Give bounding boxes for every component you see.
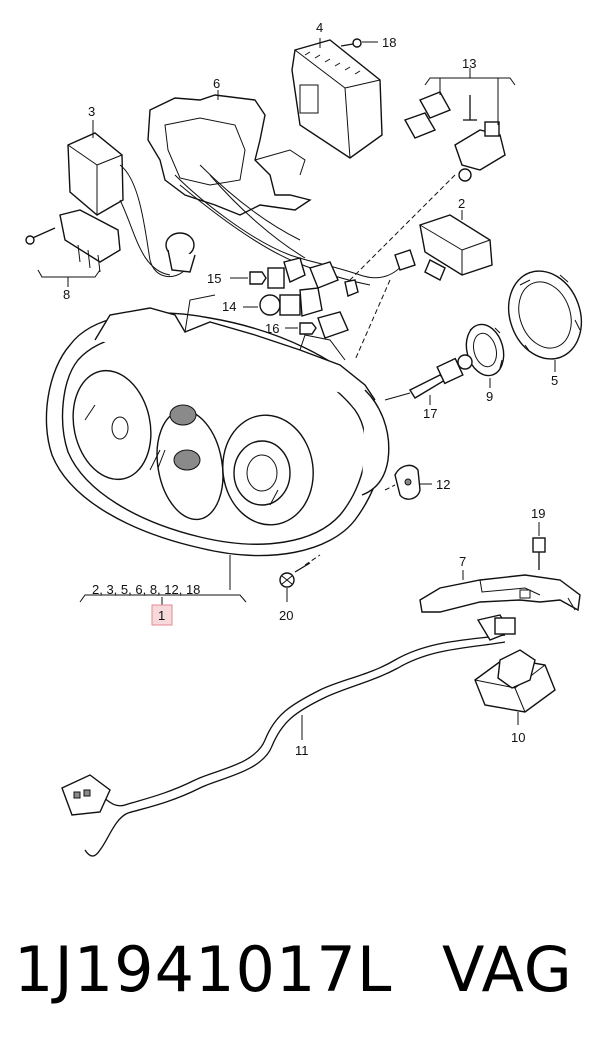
callout-10[interactable]: 10 xyxy=(511,730,525,745)
part-number: 1J1941017L xyxy=(14,933,393,1006)
callout-7[interactable]: 7 xyxy=(459,554,466,569)
part-9-cap xyxy=(465,323,505,388)
part-15-bulb xyxy=(230,257,306,289)
part-19-screw xyxy=(532,522,546,570)
part-6-frame xyxy=(147,90,312,216)
callout-9[interactable]: 9 xyxy=(486,389,493,404)
part-4-control-unit xyxy=(291,38,383,159)
footer: 1J1941017L VAG xyxy=(0,915,600,1025)
part-12-clip xyxy=(394,464,432,500)
callout-5[interactable]: 5 xyxy=(551,373,558,388)
callout-18[interactable]: 18 xyxy=(382,35,396,50)
callout-16[interactable]: 16 xyxy=(265,321,279,336)
callout-19[interactable]: 19 xyxy=(531,506,545,521)
part-7-bracket xyxy=(419,570,581,613)
callout-2[interactable]: 2 xyxy=(458,196,465,211)
part-13-adjusters xyxy=(403,68,516,182)
part-20-screw xyxy=(279,562,311,602)
part-5-ring xyxy=(507,270,583,372)
callout-17[interactable]: 17 xyxy=(423,406,437,421)
callout-8[interactable]: 8 xyxy=(63,287,70,302)
brand-name: VAG xyxy=(442,933,573,1006)
part-3-ballast xyxy=(25,120,124,287)
callout-3[interactable]: 3 xyxy=(88,104,95,119)
callout-14[interactable]: 14 xyxy=(222,299,236,314)
headlight-exploded-diagram: 1 2, 3, 5, 6, 8, 12, 18 2 3 4 5 6 7 8 9 … xyxy=(25,20,583,857)
part-17-bulb xyxy=(408,354,473,405)
callout-1-label[interactable]: 1 xyxy=(158,608,165,623)
headlight-housing xyxy=(45,294,390,605)
part-16-bulb xyxy=(285,311,349,339)
igniter xyxy=(165,232,196,273)
assembly-contents-list: 2, 3, 5, 6, 8, 12, 18 xyxy=(92,582,200,597)
part-10-module xyxy=(474,649,556,725)
part-11-cable xyxy=(61,614,516,857)
callout-20[interactable]: 20 xyxy=(279,608,293,623)
part-14-bulb xyxy=(243,287,323,317)
part-2-motor xyxy=(419,210,493,281)
callout-13[interactable]: 13 xyxy=(462,56,476,71)
callout-12[interactable]: 12 xyxy=(436,477,450,492)
callout-6[interactable]: 6 xyxy=(213,76,220,91)
callout-15[interactable]: 15 xyxy=(207,271,221,286)
callout-11[interactable]: 11 xyxy=(295,743,309,758)
callout-4[interactable]: 4 xyxy=(316,20,323,35)
callout-1-highlight xyxy=(151,604,173,626)
